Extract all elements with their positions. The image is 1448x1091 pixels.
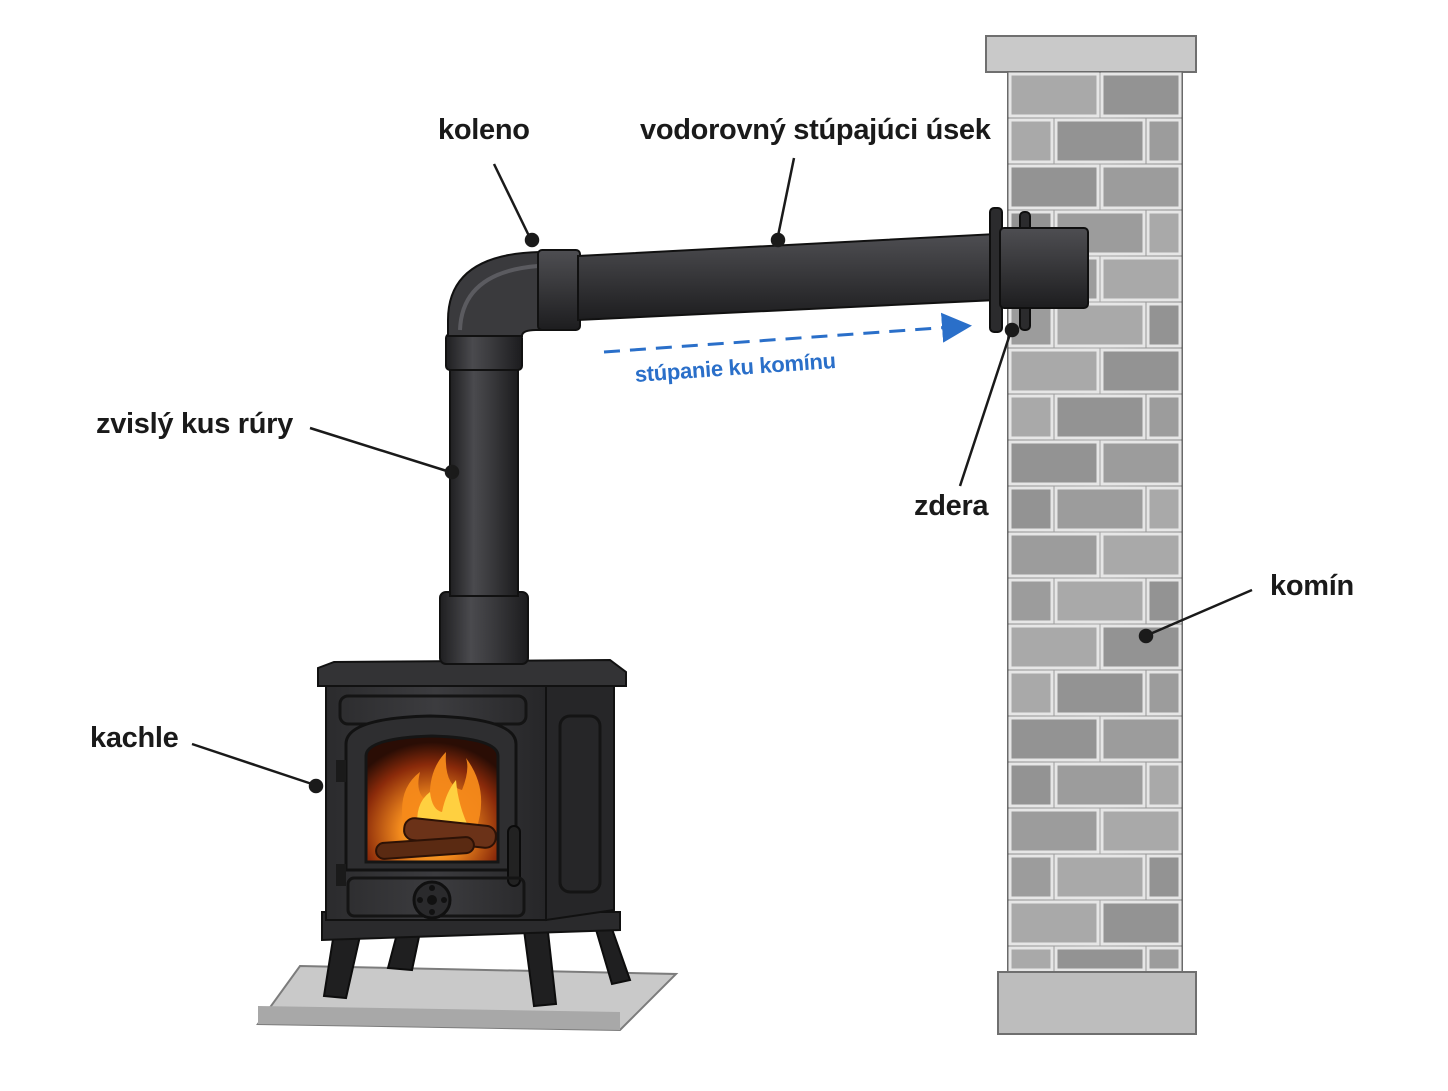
brick: [1008, 532, 1100, 578]
brick: [1054, 762, 1146, 808]
brick: [1146, 486, 1182, 532]
brick: [1008, 670, 1054, 716]
brick: [1008, 348, 1100, 394]
brick: [1146, 118, 1182, 164]
floor-plate: [256, 964, 679, 1032]
brick: [1146, 394, 1182, 440]
brick: [1146, 210, 1182, 256]
chimney: [985, 35, 1197, 1035]
brick: [1146, 670, 1182, 716]
brick: [1008, 394, 1054, 440]
brick: [1008, 900, 1100, 946]
brick: [1008, 808, 1100, 854]
elbow: [447, 251, 547, 337]
brick: [1008, 486, 1054, 532]
brick: [1100, 72, 1182, 118]
brick: [1008, 440, 1100, 486]
brick: [1008, 164, 1100, 210]
brick: [1100, 256, 1182, 302]
brick: [1008, 624, 1100, 670]
label-chimney: komín: [1270, 570, 1354, 602]
horizontal-pipe: [577, 232, 997, 322]
brick: [1008, 946, 1054, 972]
rise-arrow: [603, 312, 972, 354]
brick: [1100, 900, 1182, 946]
brick: [1054, 394, 1146, 440]
brick: [1008, 118, 1054, 164]
label-vertical-pipe: zvislý kus rúry: [96, 408, 293, 440]
brick: [1100, 348, 1182, 394]
stove: [317, 658, 632, 1008]
brick: [1146, 854, 1182, 900]
brick: [1100, 440, 1182, 486]
label-horizontal-section: vodorovný stúpajúci úsek: [640, 114, 991, 146]
brick: [1100, 164, 1182, 210]
brick: [1100, 808, 1182, 854]
leader-lines: [191, 157, 1253, 794]
brick: [1054, 854, 1146, 900]
brick: [1054, 578, 1146, 624]
flue-pipe: [439, 207, 1089, 665]
brick: [1146, 946, 1182, 972]
label-collar: zdera: [914, 490, 989, 522]
brick: [1008, 762, 1054, 808]
label-elbow: koleno: [438, 114, 530, 146]
brick: [1100, 532, 1182, 578]
brick: [1008, 72, 1100, 118]
chimney-bricks: [1008, 72, 1182, 972]
brick: [1054, 302, 1146, 348]
brick: [1100, 716, 1182, 762]
brick: [1054, 946, 1146, 972]
brick: [1054, 486, 1146, 532]
brick: [1008, 716, 1100, 762]
brick: [1146, 578, 1182, 624]
brick: [1054, 118, 1146, 164]
brick: [1054, 670, 1146, 716]
brick: [1146, 302, 1182, 348]
vertical-pipe: [449, 361, 519, 597]
label-stove: kachle: [90, 722, 179, 754]
brick: [1008, 854, 1054, 900]
brick: [1146, 762, 1182, 808]
brick: [1008, 578, 1054, 624]
